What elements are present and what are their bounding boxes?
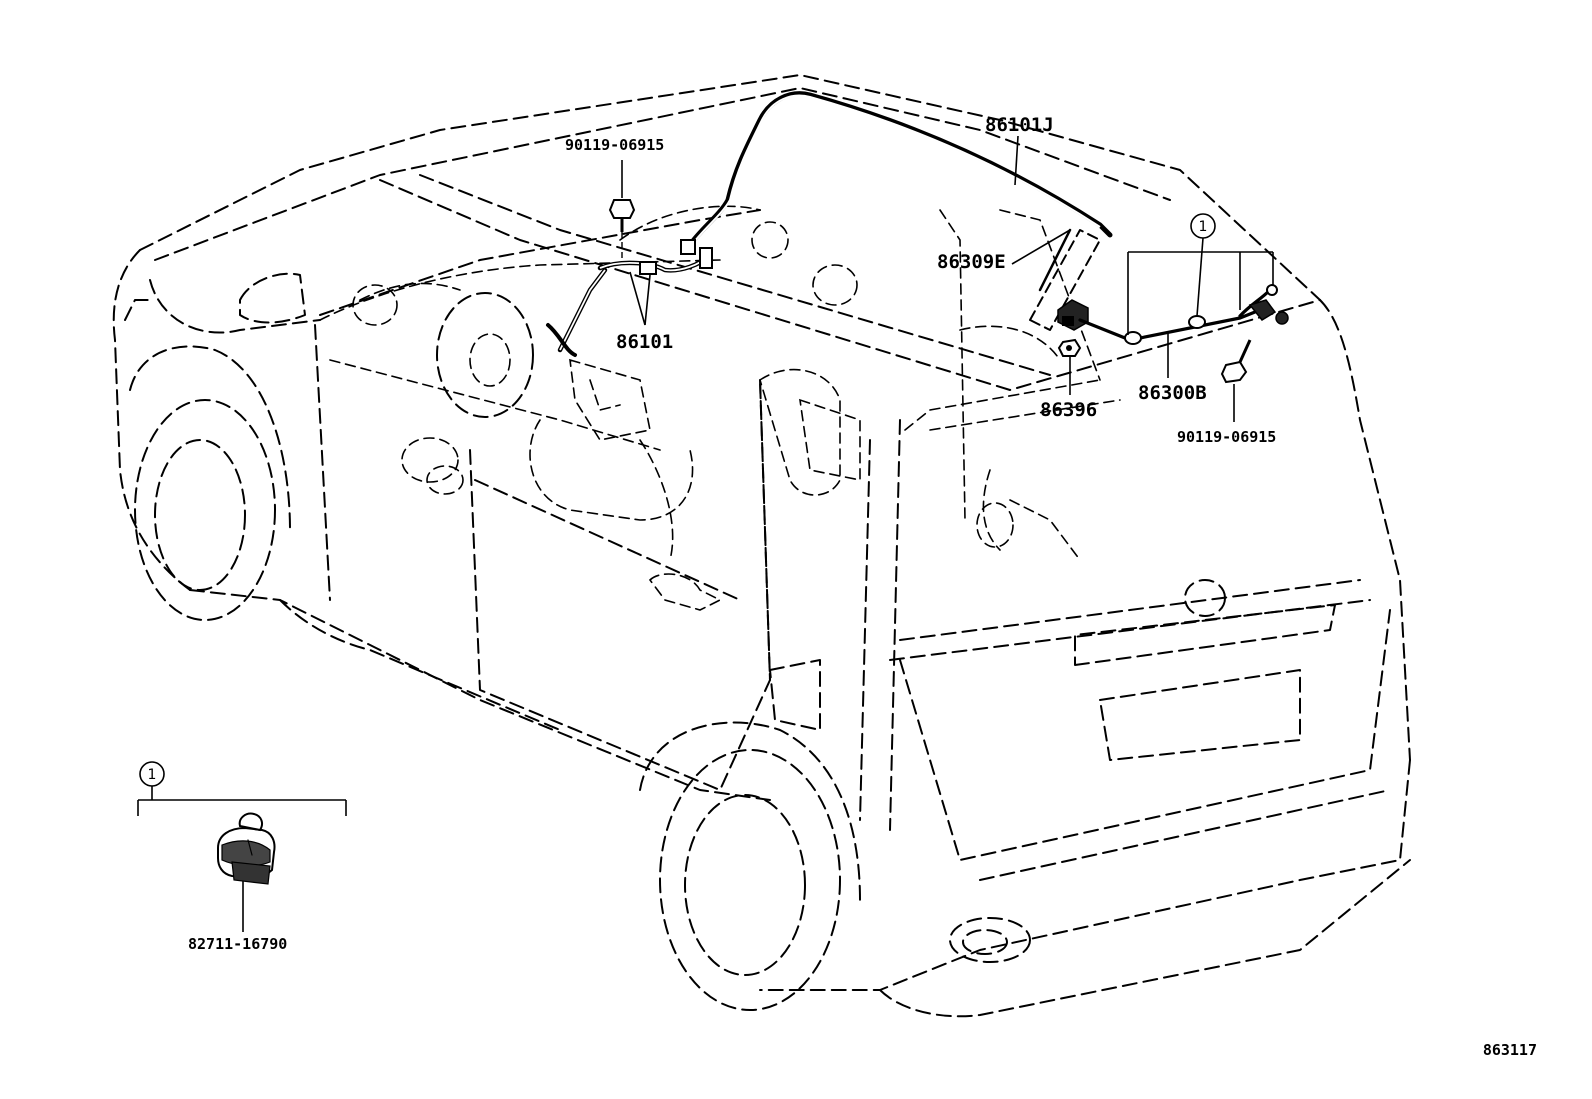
callout-ref-inset: 1 — [139, 761, 165, 787]
label-86396: 86396 — [1040, 399, 1097, 421]
label-86101J: 86101J — [985, 114, 1054, 136]
nut-86396 — [1057, 338, 1082, 357]
leader-lines — [137, 135, 1274, 932]
label-86300B: 86300B — [1138, 382, 1207, 404]
antenna-cable-86101J — [680, 91, 1113, 255]
label-86309E: 86309E — [937, 251, 1006, 273]
vehicle-outline — [112, 74, 1411, 1018]
bolt-90119-right — [1220, 339, 1252, 384]
callout-ref-main-text: 1 — [1199, 219, 1208, 235]
callout-ref-main: 1 — [1190, 213, 1216, 239]
antenna-cable-86101 — [546, 247, 713, 357]
label-86101: 86101 — [616, 331, 673, 353]
clamp-82711-16790 — [217, 812, 276, 885]
figure-number: 863117 — [1483, 1041, 1537, 1059]
bolt-90119-top — [608, 199, 636, 258]
antenna-assembly-86300B — [1029, 228, 1289, 345]
vehicle-interior — [319, 205, 1121, 611]
label-90119-06915-right: 90119-06915 — [1177, 428, 1276, 446]
label-90119-06915-top: 90119-06915 — [565, 136, 664, 154]
label-82711-16790: 82711-16790 — [188, 935, 287, 953]
callout-ref-inset-text: 1 — [148, 767, 157, 783]
